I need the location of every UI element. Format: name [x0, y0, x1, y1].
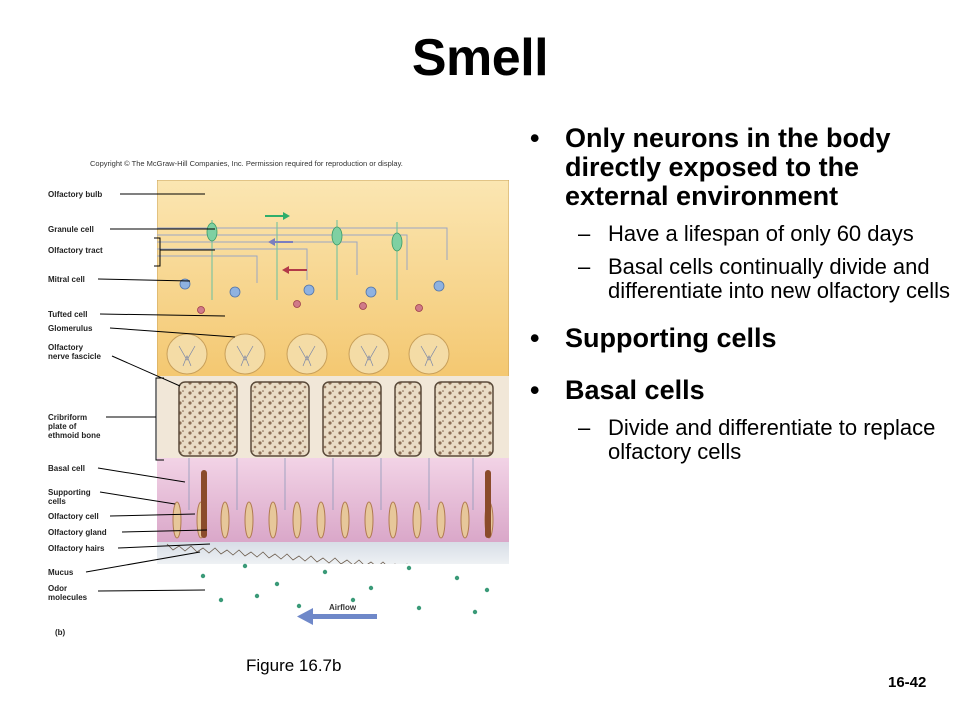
airflow-arrow — [297, 608, 377, 625]
bullet-list: • Only neurons in the body directly expos… — [530, 124, 950, 473]
sub-bullet-item: –Have a lifespan of only 60 days — [530, 222, 950, 246]
label-line: nerve fascicle — [48, 352, 101, 361]
bullet-dot: • — [530, 375, 540, 405]
label-line: ethmoid bone — [48, 431, 101, 440]
panel-label: (b) — [55, 628, 66, 637]
label-odor-molecules: Odor molecules — [48, 584, 87, 602]
bullet-dot: • — [530, 123, 540, 153]
bullet-item: • Supporting cells — [530, 324, 950, 353]
bullet-text: Only neurons in the body directly expose… — [565, 123, 891, 211]
label-line: Olfactory — [48, 343, 84, 352]
sub-bullet-item: –Divide and differentiate to replace olf… — [530, 416, 950, 464]
sub-bullet-text: Have a lifespan of only 60 days — [608, 221, 914, 246]
label-olfactory-cell: Olfactory cell — [48, 512, 99, 521]
label-mitral-cell: Mitral cell — [48, 275, 85, 284]
bullet-text: Supporting cells — [565, 323, 777, 353]
label-glomerulus: Glomerulus — [48, 324, 93, 333]
label-line: Cribriform — [48, 413, 88, 422]
sub-bullet-dash: – — [578, 254, 591, 279]
label-basal-cell: Basal cell — [48, 464, 85, 473]
label-cribriform-plate: Cribriform plate of ethmoid bone — [48, 413, 100, 440]
odor-molecules — [200, 563, 490, 615]
label-olfactory-hairs: Olfactory hairs — [48, 544, 105, 553]
label-olfactory-gland: Olfactory gland — [48, 528, 107, 537]
label-tufted-cell: Tufted cell — [48, 310, 88, 319]
label-supporting-cells: Supporting cells — [48, 488, 91, 506]
label-olfactory-nerve-fascicle: Olfactory nerve fascicle — [48, 343, 101, 361]
airflow-label: Airflow — [329, 603, 357, 612]
label-line: cells — [48, 497, 66, 506]
sub-bullet-text: Divide and differentiate to replace olfa… — [608, 415, 936, 464]
label-line: molecules — [48, 593, 88, 602]
label-granule-cell: Granule cell — [48, 225, 94, 234]
sub-bullet-item: –Basal cells continually divide and diff… — [530, 255, 950, 303]
bullet-dot: • — [530, 323, 540, 353]
copyright-notice: Copyright © The McGraw-Hill Companies, I… — [90, 159, 403, 168]
signal-arrows — [265, 212, 307, 274]
label-mucus: Mucus — [48, 568, 74, 577]
sub-bullet-text: Basal cells continually divide and diffe… — [608, 254, 950, 303]
label-olfactory-tract: Olfactory tract — [48, 246, 103, 255]
bullet-text: Basal cells — [565, 375, 705, 405]
slide-title: Smell — [411, 29, 549, 87]
bullet-item: • Only neurons in the body directly expos… — [530, 124, 950, 211]
sub-bullet-dash: – — [578, 415, 591, 440]
sub-bullet-dash: – — [578, 221, 591, 246]
olfactory-anatomy-illustration: Airflow — [157, 180, 509, 634]
label-line: Supporting — [48, 488, 91, 497]
figure-caption: Figure 16.7b — [246, 656, 342, 675]
bullet-item: • Basal cells — [530, 376, 950, 405]
label-line: plate of — [48, 422, 77, 431]
page-number: 16-42 — [888, 674, 927, 691]
label-olfactory-bulb: Olfactory bulb — [48, 190, 103, 199]
label-line: Odor — [48, 584, 68, 593]
